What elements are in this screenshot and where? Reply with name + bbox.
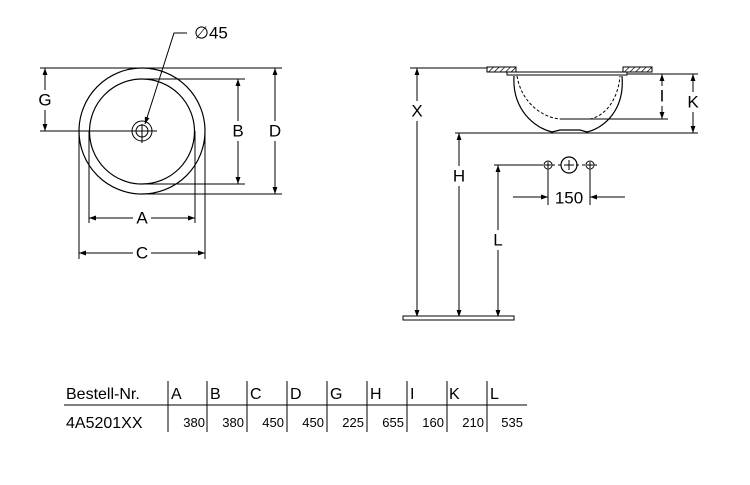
header-order-number: Bestell-Nr. <box>66 386 140 403</box>
label-h: H <box>453 167 465 186</box>
label-diameter: ∅45 <box>194 24 228 43</box>
basin-bowl <box>513 75 623 133</box>
countertop-right <box>622 66 653 73</box>
label-c: C <box>136 244 148 263</box>
label-k: K <box>687 93 699 112</box>
cell-i: 160 <box>422 415 444 430</box>
top-view: G B D A C ∅45 <box>36 24 284 263</box>
header-d: D <box>290 386 302 403</box>
dimension-table: Bestell-Nr. A B C D G H I K L 4A5201XX 3… <box>64 381 527 432</box>
cell-k: 210 <box>462 415 484 430</box>
label-g: G <box>38 91 51 110</box>
header-g: G <box>330 386 342 403</box>
cell-b: 380 <box>222 415 244 430</box>
header-a: A <box>171 386 182 403</box>
cell-d: 450 <box>302 415 324 430</box>
header-l: L <box>490 386 499 403</box>
tap-hole-right-icon <box>585 160 595 170</box>
cell-c: 450 <box>262 415 284 430</box>
cell-l: 535 <box>501 415 523 430</box>
cell-order-number: 4A5201XX <box>66 415 143 432</box>
drain-outlet-icon <box>560 156 578 174</box>
countertop-left <box>486 66 517 73</box>
label-x: X <box>411 102 422 121</box>
drain-icon <box>131 120 153 143</box>
basin-rim <box>506 71 628 76</box>
cell-h: 655 <box>382 415 404 430</box>
basin-inner-dashed <box>516 75 621 120</box>
tap-hole-left-icon <box>543 160 553 170</box>
cell-a: 380 <box>183 415 205 430</box>
cell-g: 225 <box>342 415 364 430</box>
label-tap-spacing: 150 <box>555 189 583 208</box>
label-b: B <box>232 122 243 141</box>
label-i: I <box>660 87 665 106</box>
header-b: B <box>210 386 221 403</box>
label-d: D <box>269 122 281 141</box>
header-i: I <box>410 386 414 403</box>
header-h: H <box>370 386 382 403</box>
label-l: L <box>493 231 502 250</box>
floor <box>402 315 515 321</box>
label-a: A <box>136 209 148 228</box>
side-view: X I K H L 150 <box>402 66 702 321</box>
header-k: K <box>449 386 460 403</box>
header-c: C <box>250 386 262 403</box>
diameter-leader <box>144 32 187 125</box>
